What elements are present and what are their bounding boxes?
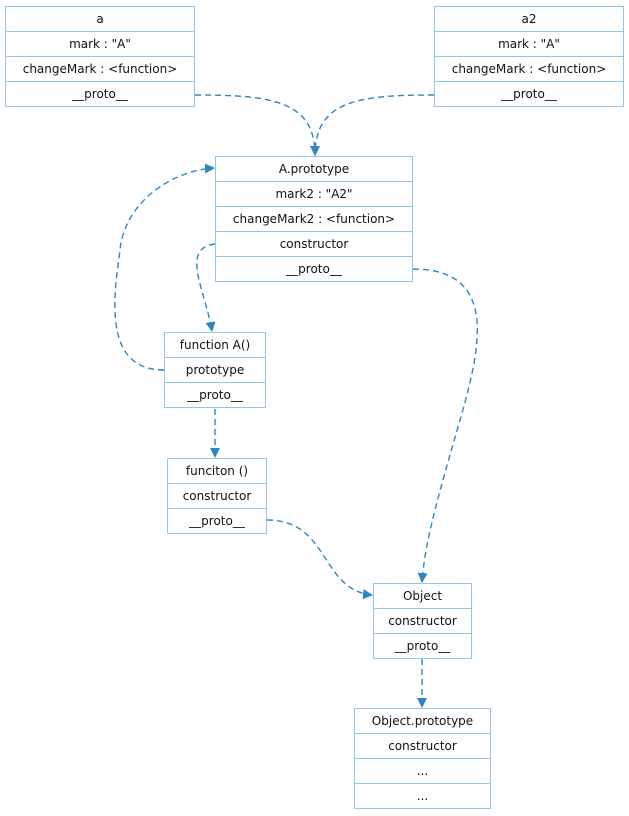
node-funciton-field-constructor: constructor xyxy=(168,484,266,509)
node-function-a: function A() prototype __proto__ xyxy=(164,332,266,408)
node-a-title: a xyxy=(6,7,194,32)
node-object-prototype-field-ellipsis-2: ... xyxy=(355,784,490,809)
node-funciton-title: funciton () xyxy=(168,459,266,484)
node-a-prototype-field-constructor: constructor xyxy=(216,232,412,257)
node-a2-field-changemark: changeMark : <function> xyxy=(435,57,623,82)
edge-prototype-to-a-prototype xyxy=(114,163,215,371)
node-funciton: funciton () constructor __proto__ xyxy=(167,458,267,534)
node-a-field-proto: __proto__ xyxy=(6,82,194,107)
node-a2-title: a2 xyxy=(435,7,623,32)
node-object-prototype-field-ellipsis-1: ... xyxy=(355,759,490,784)
node-object-prototype-title: Object.prototype xyxy=(355,709,490,734)
node-function-a-field-proto: __proto__ xyxy=(165,383,265,408)
node-a2-field-mark: mark : "A" xyxy=(435,32,623,57)
node-object-prototype: Object.prototype constructor ... ... xyxy=(354,708,491,809)
node-a-prototype-field-proto: __proto__ xyxy=(216,257,412,282)
edge-a2-proto-to-a-prototype xyxy=(310,94,435,156)
node-a2: a2 mark : "A" changeMark : <function> __… xyxy=(434,6,624,107)
node-object-title: Object xyxy=(374,584,471,609)
edge-constructor-to-function-a xyxy=(196,243,216,332)
node-object: Object constructor __proto__ xyxy=(373,583,472,659)
node-function-a-field-prototype: prototype xyxy=(165,358,265,383)
node-a-field-mark: mark : "A" xyxy=(6,32,194,57)
edge-funciton-proto-to-object xyxy=(266,519,373,600)
edge-a-prototype-proto-to-object xyxy=(412,268,478,583)
node-a-prototype: A.prototype mark2 : "A2" changeMark2 : <… xyxy=(215,156,413,282)
edge-a-proto-to-a-prototype xyxy=(194,94,320,156)
node-a-prototype-field-changemark2: changeMark2 : <function> xyxy=(216,207,412,232)
node-a: a mark : "A" changeMark : <function> __p… xyxy=(5,6,195,107)
node-a-prototype-title: A.prototype xyxy=(216,157,412,182)
node-a-prototype-field-mark2: mark2 : "A2" xyxy=(216,182,412,207)
node-object-field-proto: __proto__ xyxy=(374,634,471,659)
node-a2-field-proto: __proto__ xyxy=(435,82,623,107)
node-object-prototype-field-constructor: constructor xyxy=(355,734,490,759)
node-object-field-constructor: constructor xyxy=(374,609,471,634)
node-function-a-title: function A() xyxy=(165,333,265,358)
node-a-field-changemark: changeMark : <function> xyxy=(6,57,194,82)
node-funciton-field-proto: __proto__ xyxy=(168,509,266,534)
